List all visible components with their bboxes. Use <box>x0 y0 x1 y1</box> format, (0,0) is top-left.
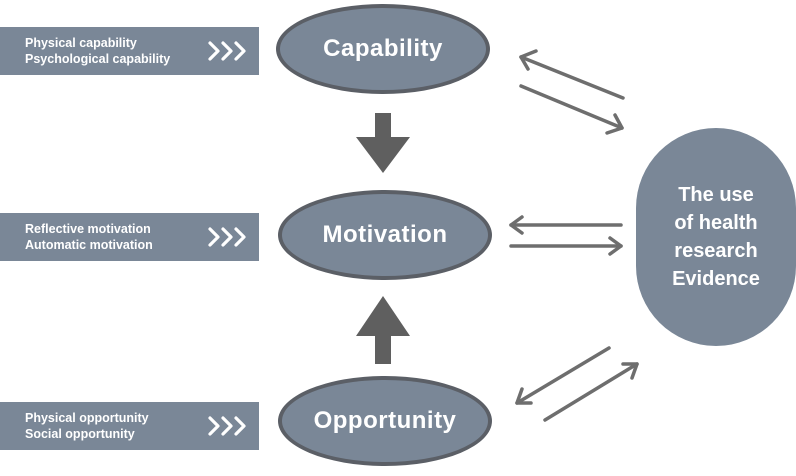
side-box-line: Reflective motivation <box>25 222 151 236</box>
side-box-line: Social opportunity <box>25 427 135 441</box>
motivation-side-box: Reflective motivation Automatic motivati… <box>0 213 259 261</box>
motivation-node: Motivation <box>278 190 492 280</box>
triple-chevron-right-icon <box>208 227 246 247</box>
side-box-line: Physical opportunity <box>25 411 149 425</box>
opportunity-side-box: Physical opportunity Social opportunity <box>0 402 259 450</box>
capability-side-box: Physical capability Psychological capabi… <box>0 27 259 75</box>
side-box-line: Automatic motivation <box>25 238 153 252</box>
capability-node: Capability <box>276 4 490 94</box>
opportunity-node: Opportunity <box>278 376 492 466</box>
double-arrow-motivation-evidence <box>509 215 623 256</box>
double-arrow-opportunity-evidence <box>515 346 639 422</box>
double-arrow-capability-evidence <box>519 49 625 135</box>
triple-chevron-right-icon <box>208 41 246 61</box>
thick-arrow-down-icon <box>356 113 410 173</box>
side-box-line: Physical capability <box>25 36 137 50</box>
side-box-line: Psychological capability <box>25 52 171 66</box>
thick-arrow-up-icon <box>356 296 410 364</box>
health-research-evidence-node: The use of health research Evidence <box>636 128 796 346</box>
triple-chevron-right-icon <box>208 416 246 436</box>
